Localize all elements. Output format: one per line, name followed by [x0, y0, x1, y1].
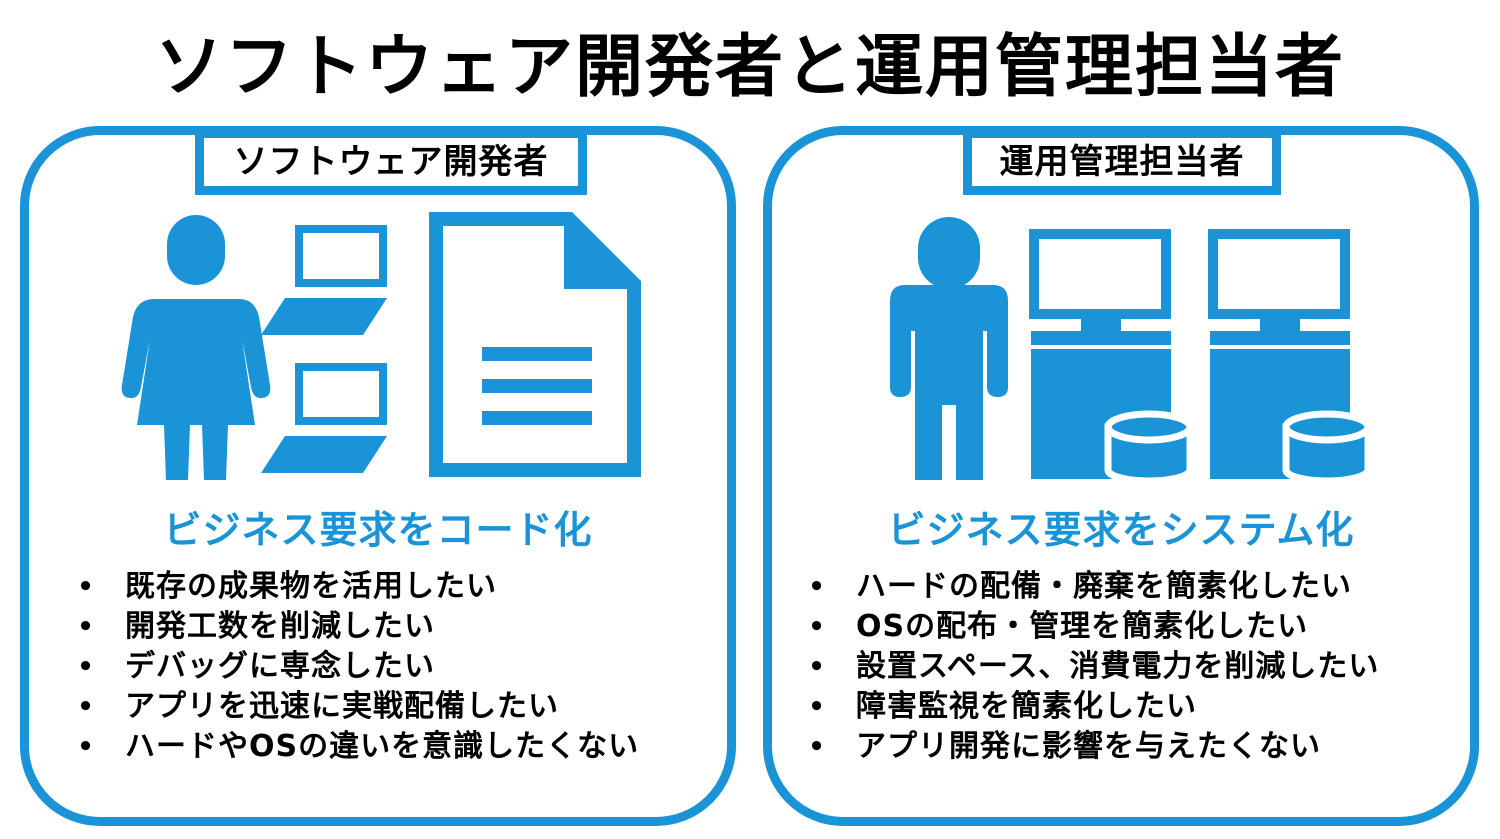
bullet: •	[77, 692, 95, 722]
bullet: •	[77, 612, 95, 642]
operator-panel: 運用管理担当者	[763, 126, 1479, 826]
list-item: •障害監視を簡素化したい	[802, 687, 1379, 727]
operator-illustration	[890, 217, 1372, 485]
list-item: •OSの配布・管理を簡素化したい	[802, 607, 1379, 647]
list-item: •開発工数を削減したい	[71, 607, 639, 647]
database-icon	[1282, 410, 1372, 485]
list-item: •アプリ開発に影響を与えたくない	[802, 727, 1379, 767]
page-title: ソフトウェア開発者と運用管理担当者	[154, 28, 1345, 107]
list-item: •ハードやOSの違いを意識したくない	[71, 727, 639, 767]
developer-label: ソフトウェア開発者	[195, 129, 587, 195]
bullet: •	[808, 572, 826, 602]
developer-panel: ソフトウェア開発者	[20, 126, 736, 826]
bullet: •	[808, 612, 826, 642]
bullet: •	[808, 732, 826, 762]
developer-needs-list: •既存の成果物を活用したい •開発工数を削減したい •デバッグに専念したい •ア…	[71, 567, 639, 767]
list-item: •ハードの配備・廃棄を簡素化したい	[802, 567, 1379, 607]
list-item: •アプリを迅速に実戦配備したい	[71, 687, 639, 727]
laptop-icon	[261, 363, 387, 473]
database-icon	[1104, 410, 1194, 485]
list-item: •デバッグに専念したい	[71, 647, 639, 687]
woman-icon	[121, 215, 271, 480]
bullet: •	[77, 652, 95, 682]
bullet: •	[77, 572, 95, 602]
operator-label: 運用管理担当者	[963, 129, 1281, 195]
bullet: •	[808, 692, 826, 722]
list-item: •設置スペース、消費電力を削減したい	[802, 647, 1379, 687]
developer-illustration	[121, 212, 641, 480]
document-icon	[429, 212, 641, 477]
man-icon	[890, 217, 1008, 480]
operator-needs-list: •ハードの配備・廃棄を簡素化したい •OSの配布・管理を簡素化したい •設置スペ…	[802, 567, 1379, 767]
operator-subtitle: ビジネス要求をシステム化	[887, 508, 1355, 552]
bullet: •	[808, 652, 826, 682]
bullet: •	[77, 732, 95, 762]
list-item: •既存の成果物を活用したい	[71, 567, 639, 607]
laptop-icon	[261, 225, 387, 335]
developer-subtitle: ビジネス要求をコード化	[163, 508, 593, 552]
